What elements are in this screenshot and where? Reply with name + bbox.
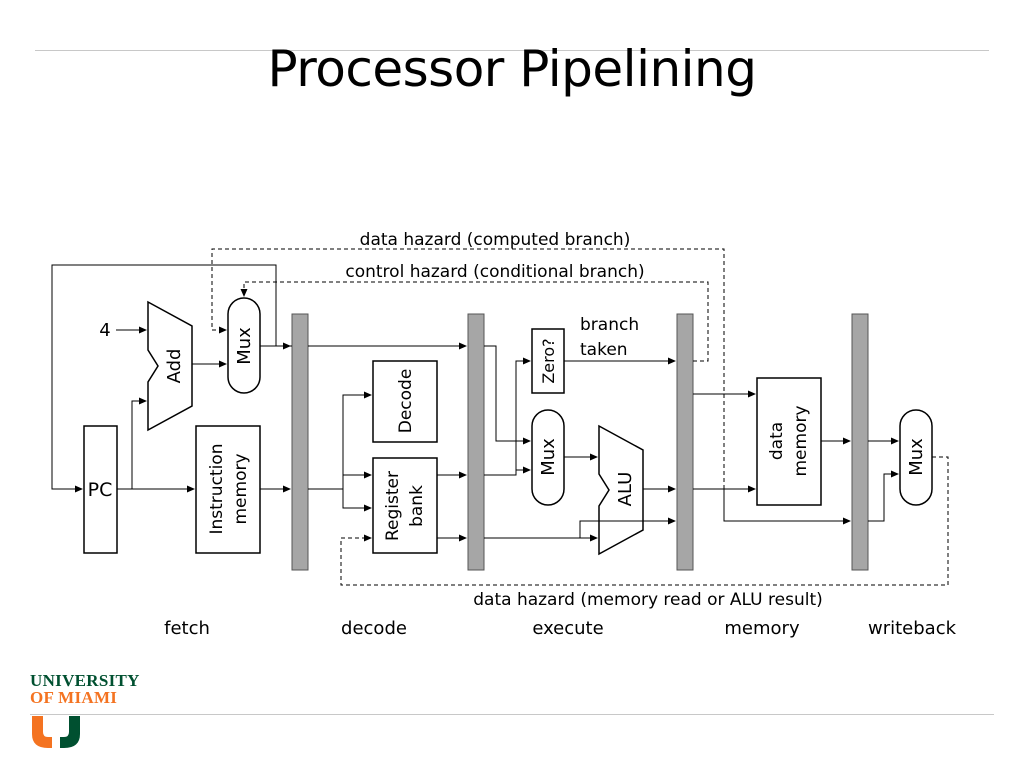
stage-label-writeback: writeback: [868, 618, 957, 639]
pipeline-register-if-id: [291, 313, 309, 571]
stage-label-execute: execute: [532, 618, 603, 639]
computed-branch-hazard-path: [211, 248, 725, 489]
pipeline-register-ex-mem: [676, 313, 694, 571]
logo-line2: OF MIAMI: [30, 688, 118, 707]
decode-label: Decode: [396, 369, 416, 434]
data-hazard-branch-label: data hazard (computed branch): [360, 230, 631, 250]
alu-label: ALU: [615, 472, 636, 507]
split-u-logo-icon: [32, 716, 80, 748]
fetch-mux-label: Mux: [234, 327, 255, 365]
mem-wb-to-mux-wire-2: [868, 470, 899, 522]
instruction-to-regbank-wire-2: [342, 489, 372, 512]
zero-test-block: [531, 328, 565, 394]
logo-line1: UNIVERSITY: [30, 671, 140, 690]
execute-mux-label: Mux: [538, 438, 559, 476]
dmem-label-line2: memory: [791, 405, 811, 476]
branch-taken-label-line1: branch: [580, 315, 639, 335]
alu-result-bypass-wire: [723, 489, 851, 525]
id-ex-to-zero-wire: [484, 345, 531, 445]
writeback-mux-label: Mux: [906, 438, 927, 476]
conditional-branch-hazard-path: [240, 281, 709, 362]
pc-to-adder-wire: [131, 397, 147, 489]
imem-label-line1: Instruction: [207, 444, 227, 535]
stage-label-memory: memory: [724, 618, 800, 639]
stage-label-fetch: fetch: [164, 618, 210, 639]
pc-block: [83, 425, 118, 554]
instruction-split-wire: [308, 391, 372, 490]
top-rule: [35, 50, 989, 51]
register-bank-block: [372, 457, 438, 554]
pipeline-register-id-ex: [467, 313, 485, 571]
stage-label-decode: decode: [341, 618, 407, 639]
instruction-memory-block: [195, 425, 261, 554]
pipeline-register-mem-wb: [851, 313, 869, 571]
regdata-to-pipeline-wire: [579, 517, 676, 538]
control-hazard-label: control hazard (conditional branch): [345, 262, 644, 282]
data-memory-block: [756, 377, 822, 506]
branch-taken-label-line2: taken: [580, 340, 628, 360]
const-four-label: 4: [99, 320, 110, 341]
adder-block: [147, 300, 193, 432]
alu-block: [598, 424, 644, 556]
regbank-label-line2: bank: [407, 485, 427, 527]
imem-label-line2: memory: [231, 453, 251, 524]
adder-label: Add: [164, 349, 185, 384]
footer-rule: [30, 714, 994, 715]
dmem-label-line1: data: [767, 422, 787, 460]
zero-label: Zero?: [539, 338, 558, 383]
regbank-label-line1: Register: [383, 471, 403, 541]
university-logo: UNIVERSITY OF MIAMI: [30, 672, 140, 750]
pc-label: PC: [88, 479, 113, 501]
id-ex-to-mux-wire: [484, 357, 531, 476]
slide-title: Processor Pipelining: [267, 40, 757, 98]
data-hazard-memory-label: data hazard (memory read or ALU result): [473, 590, 823, 610]
decode-block: [372, 360, 438, 443]
